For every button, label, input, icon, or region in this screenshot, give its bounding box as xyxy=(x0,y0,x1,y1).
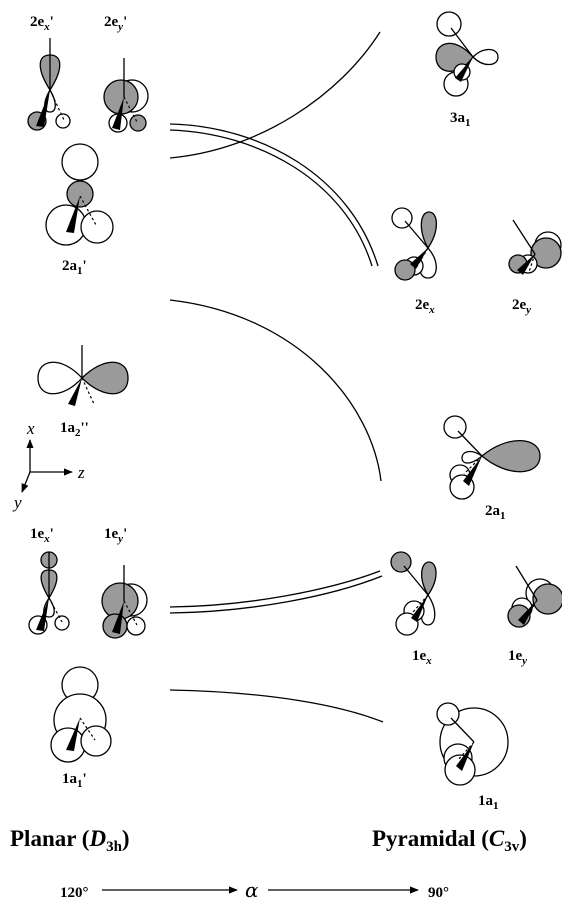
correlation-2e-double-inner xyxy=(169,129,373,267)
angle-end-label: 90° xyxy=(428,885,449,901)
correlation-2a1-to-3a1 xyxy=(169,31,381,159)
orbital-pyramidal-1a1 xyxy=(436,702,509,786)
correlation-1a2-to-2a1 xyxy=(169,299,382,482)
planar-label-1a2: 1a2'' xyxy=(60,420,89,439)
pyramidal-geometry-label: Pyramidal (C3v) xyxy=(372,826,527,855)
pyramidal-label-2a1: 2a1 xyxy=(485,503,506,522)
planar-label-1ey: 1ey' xyxy=(104,526,127,545)
orbital-pyramidal-3a1 xyxy=(435,11,499,97)
correlation-1e-double-outer xyxy=(169,570,381,608)
axis-label-y: y xyxy=(12,493,22,512)
pyramidal-label-1ey: 1ey xyxy=(508,648,527,667)
pyramidal-label-1a1: 1a1 xyxy=(478,793,499,812)
orbital-pyramidal-2ex xyxy=(391,207,438,281)
orbital-planar-2ex xyxy=(27,38,71,131)
orbital-planar-1a1 xyxy=(50,666,112,763)
axis-label-x: x xyxy=(26,419,35,438)
orbital-planar-2a1 xyxy=(45,143,114,246)
planar-label-1ex: 1ex' xyxy=(30,526,54,545)
orbital-labels: 2ex' 2ey' 2a1' 1a2'' 1ex' 1ey' 1a1' 3a1 2ex 2ey 2a… xyxy=(30,14,531,812)
pyramidal-label-2ey: 2ey xyxy=(512,297,531,316)
orbital-pyramidal-1ex xyxy=(390,551,437,636)
axis-label-z: z xyxy=(77,463,85,482)
axis-system xyxy=(21,439,73,493)
orbital-pyramidal-2ey xyxy=(508,219,562,275)
pyramidal-label-3a1: 3a1 xyxy=(450,110,471,129)
correlation-2e-double-outer xyxy=(169,123,379,267)
angle-symbol: α xyxy=(245,878,259,902)
planar-label-2ey: 2ey' xyxy=(104,14,127,33)
correlation-lines xyxy=(169,31,384,723)
planar-label-2a1: 2a1' xyxy=(62,258,87,277)
pyramidal-label-2ex: 2ex xyxy=(415,297,435,316)
orbital-planar-2ey xyxy=(103,58,149,133)
correlation-1e-double-inner xyxy=(169,575,383,614)
correlation-1a1-to-1a1 xyxy=(169,689,384,723)
orbital-pyramidal-2a1 xyxy=(443,415,541,500)
planar-geometry-label: Planar (D3h) xyxy=(10,826,130,855)
angle-start-label: 120° xyxy=(60,885,89,901)
orbital-planar-1ex xyxy=(28,551,70,635)
planar-label-2ex: 2ex' xyxy=(30,14,54,33)
orbital-pyramidal-1ey xyxy=(507,565,562,628)
pyramidal-label-1ex: 1ex xyxy=(412,648,432,667)
orbital-planar-1a2 xyxy=(37,345,129,406)
planar-label-1a1: 1a1' xyxy=(62,771,87,790)
orbital-planar-1ey xyxy=(101,565,148,639)
